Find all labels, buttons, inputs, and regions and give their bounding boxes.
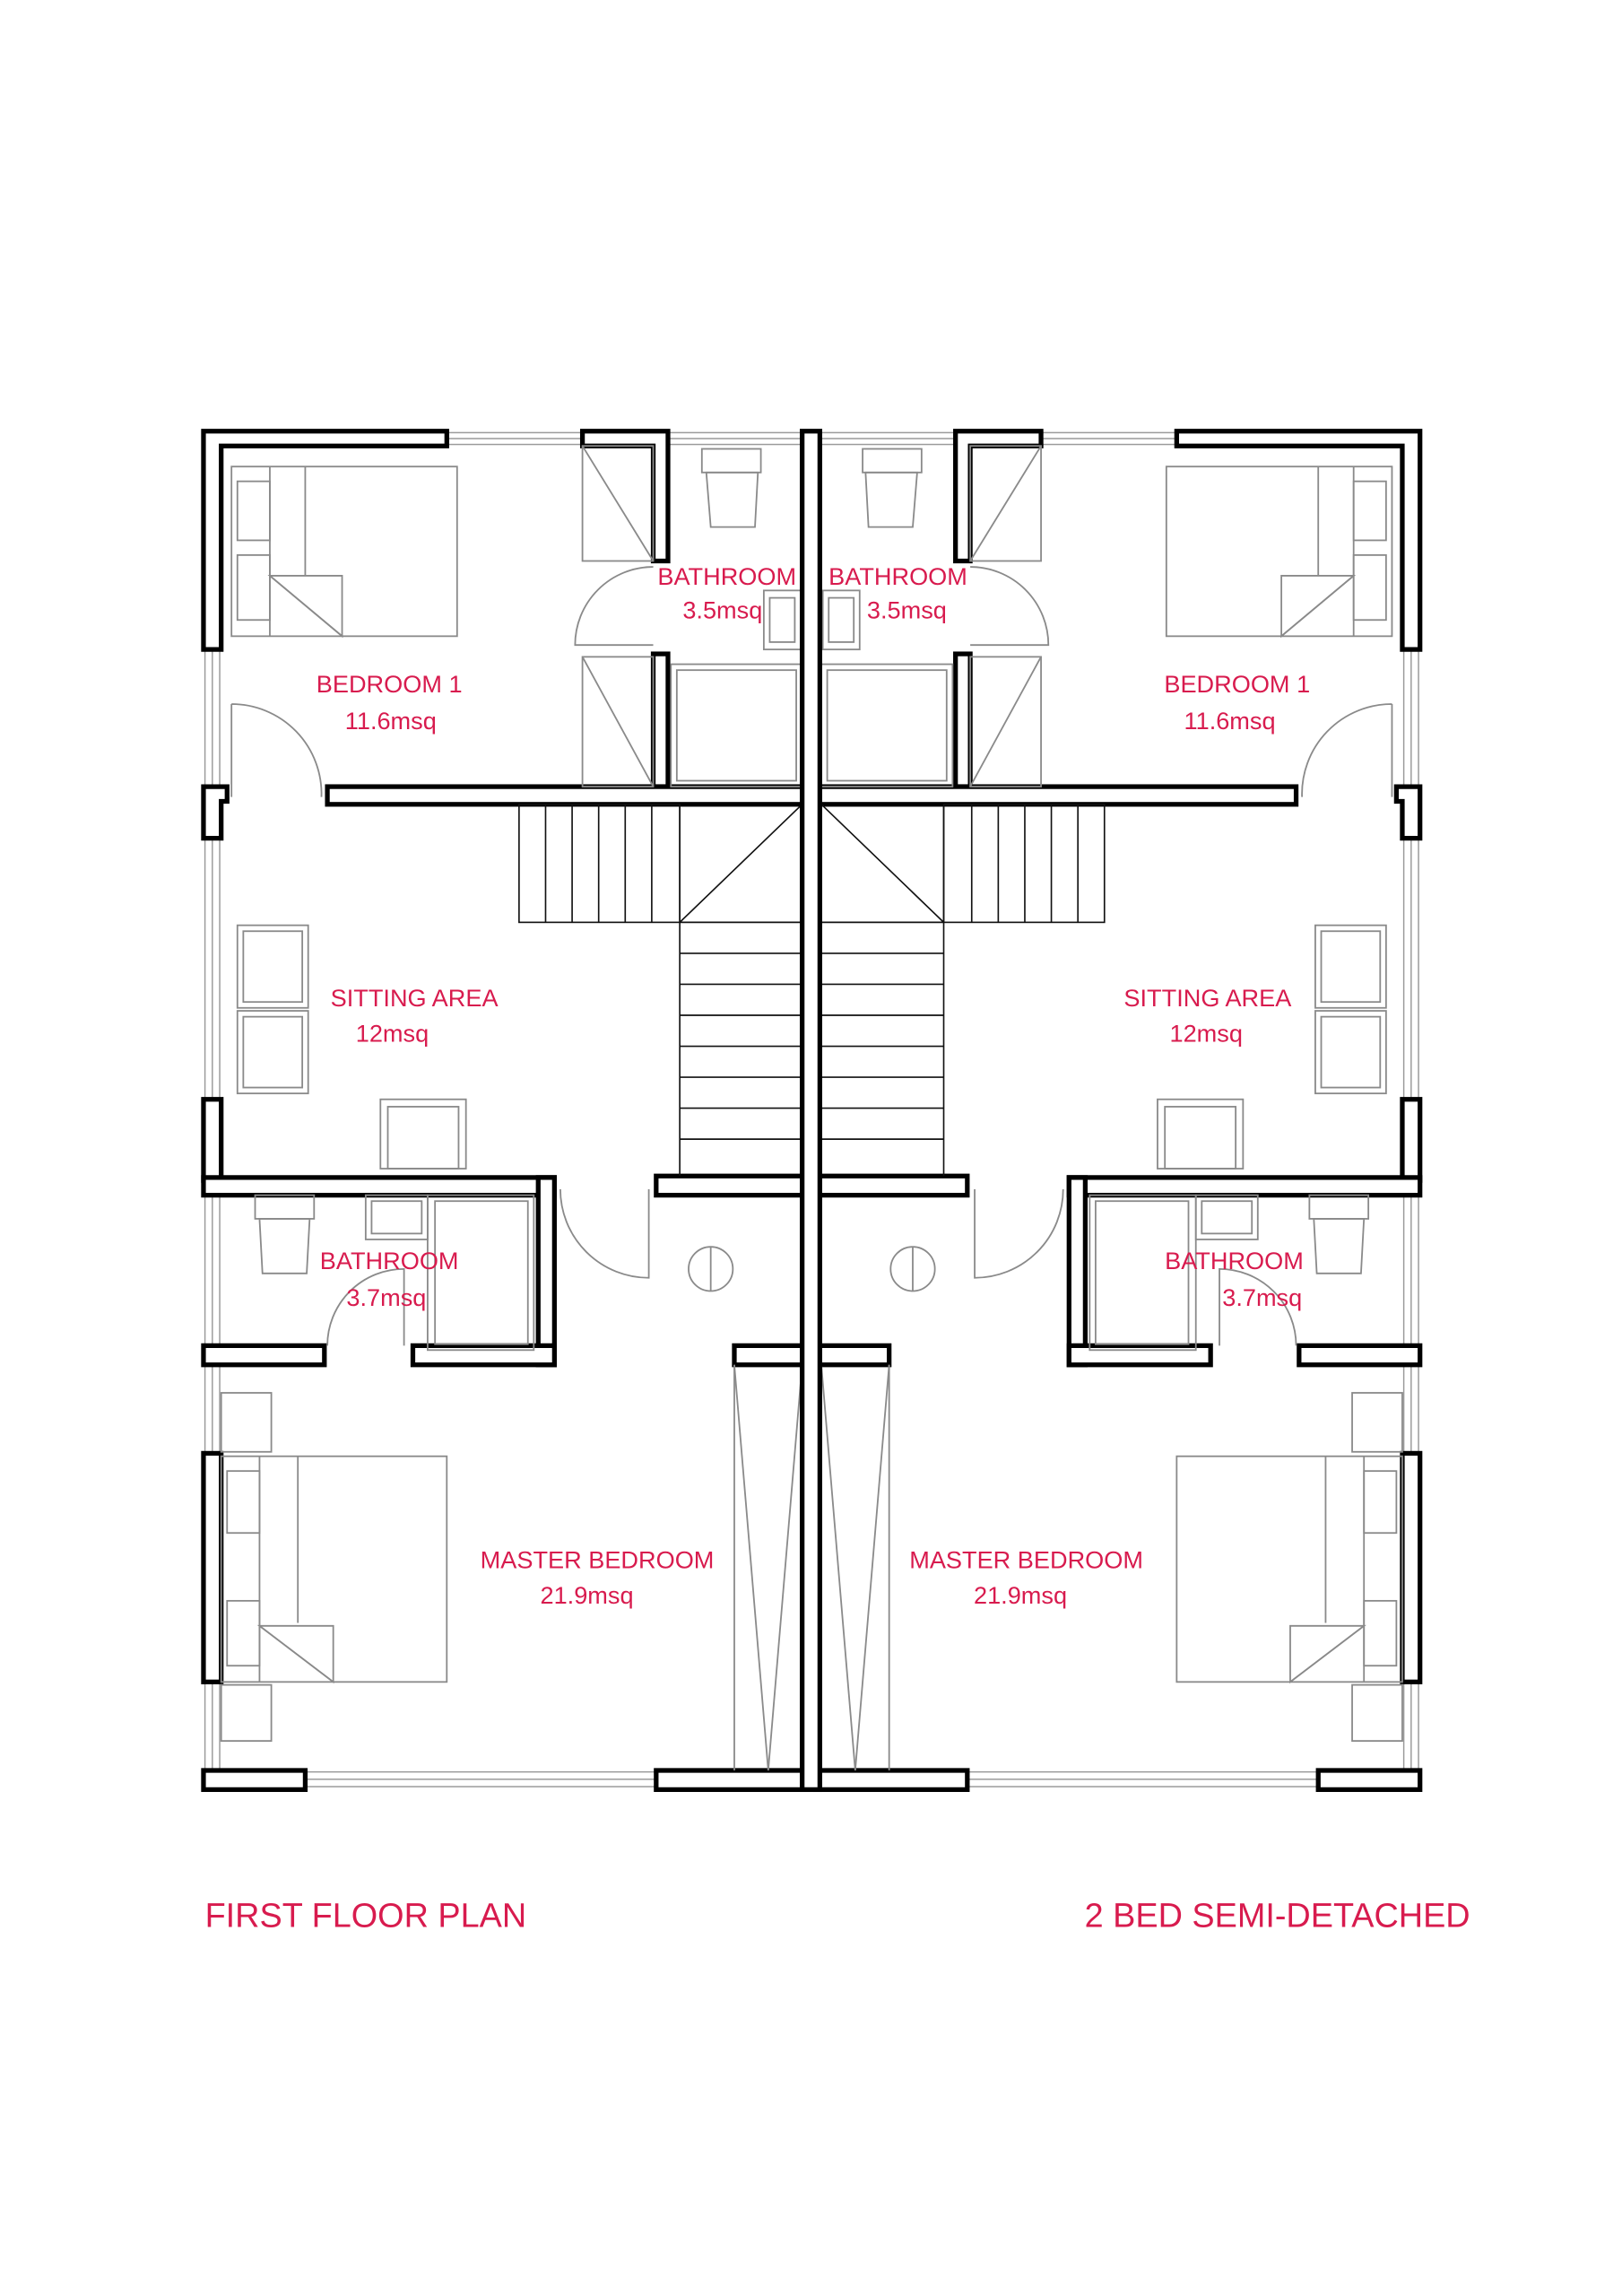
room-name: BATHROOM (828, 562, 967, 590)
plan-title: FIRST FLOOR PLAN (205, 1897, 527, 1935)
room-area: 3.7msq (346, 1283, 426, 1311)
room-area: 21.9msq (974, 1581, 1067, 1609)
room-area: 3.5msq (682, 596, 762, 624)
room-area: 21.9msq (541, 1581, 634, 1609)
room-area: 12msq (1170, 1020, 1243, 1048)
room-name: MASTER BEDROOM (481, 1546, 715, 1574)
room-name: BEDROOM 1 (1164, 670, 1310, 698)
room-name: BATHROOM (320, 1247, 459, 1274)
room-name: SITTING AREA (331, 984, 499, 1012)
left-unit (204, 431, 808, 1790)
room-area: 11.6msq (345, 707, 437, 735)
room-name: SITTING AREA (1123, 984, 1292, 1012)
room-area: 3.5msq (867, 596, 947, 624)
room-area: 12msq (356, 1020, 429, 1048)
room-area: 3.7msq (1222, 1283, 1302, 1311)
room-name: BATHROOM (657, 562, 796, 590)
room-name: MASTER BEDROOM (909, 1546, 1143, 1574)
room-name: BEDROOM 1 (317, 670, 463, 698)
plan-type: 2 BED SEMI-DETACHED (1085, 1897, 1470, 1935)
right-unit (815, 431, 1419, 1790)
room-area: 11.6msq (1184, 707, 1276, 735)
room-labels: BATHROOM 3.5msq BEDROOM 1 11.6msq SITTIN… (205, 562, 1470, 1935)
party-wall (800, 429, 822, 1793)
room-name: BATHROOM (1165, 1247, 1304, 1274)
